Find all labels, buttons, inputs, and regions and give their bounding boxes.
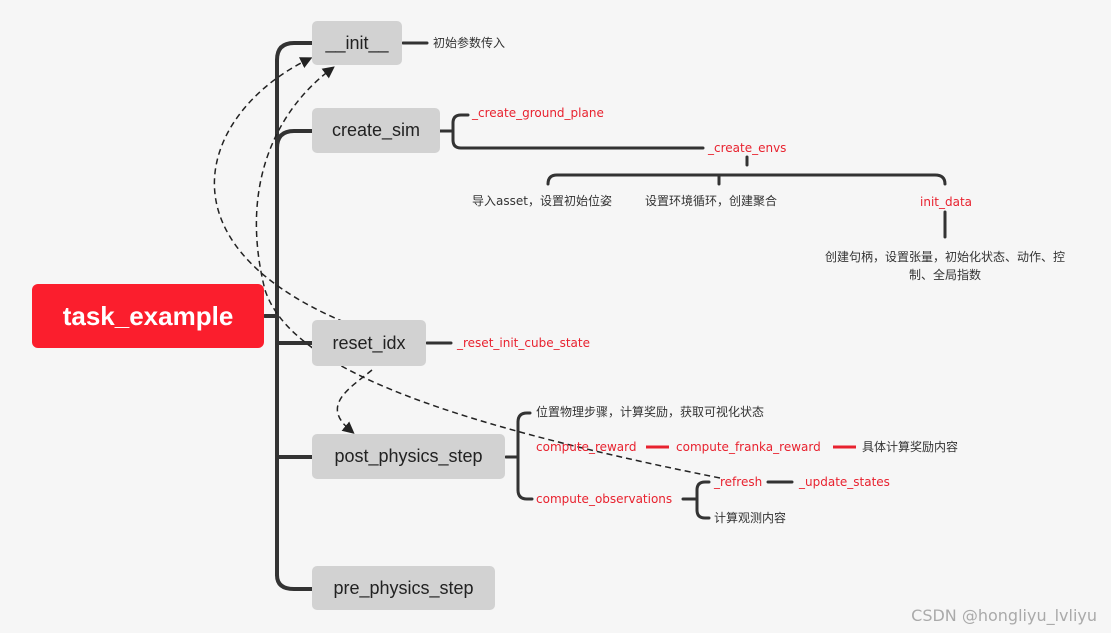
label-init-data-desc: 创建句柄，设置张量，初始化状态、动作、控 制、全局指数 bbox=[805, 248, 1085, 284]
node-post-physics-step: post_physics_step bbox=[312, 434, 505, 479]
watermark: CSDN @hongliyu_lvliyu bbox=[911, 606, 1097, 625]
node-create-sim: create_sim bbox=[312, 108, 440, 153]
node-pre-physics-step: pre_physics_step bbox=[312, 566, 495, 610]
label-init-params: 初始参数传入 bbox=[433, 36, 506, 50]
label-update-states: _update_states bbox=[799, 475, 890, 489]
label-physics-step-desc: 位置物理步骤，计算奖励，获取可视化状态 bbox=[536, 405, 765, 419]
label-env-loop: 设置环境循环，创建聚合 bbox=[645, 194, 778, 208]
node-init-label: __init__ bbox=[325, 32, 389, 53]
node-reset-idx: reset_idx bbox=[312, 320, 426, 366]
root-label: task_example bbox=[62, 300, 234, 331]
label-init-data-desc-line1: 创建句柄，设置张量，初始化状态、动作、控 bbox=[824, 250, 1065, 264]
node-reset-idx-label: reset_idx bbox=[332, 332, 406, 353]
label-init-data-desc-line2: 制、全局指数 bbox=[908, 268, 981, 282]
label-refresh: _refresh bbox=[714, 475, 763, 489]
root-node: task_example bbox=[32, 284, 264, 348]
label-reward-detail: 具体计算奖励内容 bbox=[862, 440, 959, 454]
label-compute-reward: compute_reward bbox=[536, 440, 637, 454]
label-reset-init-cube-state: _reset_init_cube_state bbox=[457, 336, 590, 350]
label-compute-observations: compute_observations bbox=[536, 492, 673, 506]
node-post-physics-step-label: post_physics_step bbox=[334, 446, 483, 466]
label-compute-franka-reward: compute_franka_reward bbox=[676, 440, 821, 454]
label-import-asset: 导入asset，设置初始位姿 bbox=[472, 194, 612, 208]
label-create-envs: _create_envs bbox=[708, 141, 787, 155]
label-init-data: init_data bbox=[920, 195, 973, 209]
node-pre-physics-step-label: pre_physics_step bbox=[333, 577, 474, 598]
node-init: __init__ bbox=[312, 21, 402, 65]
node-create-sim-label: create_sim bbox=[331, 120, 421, 140]
label-create-ground-plane: _create_ground_plane bbox=[472, 106, 604, 120]
label-obs-detail: 计算观测内容 bbox=[714, 511, 787, 525]
